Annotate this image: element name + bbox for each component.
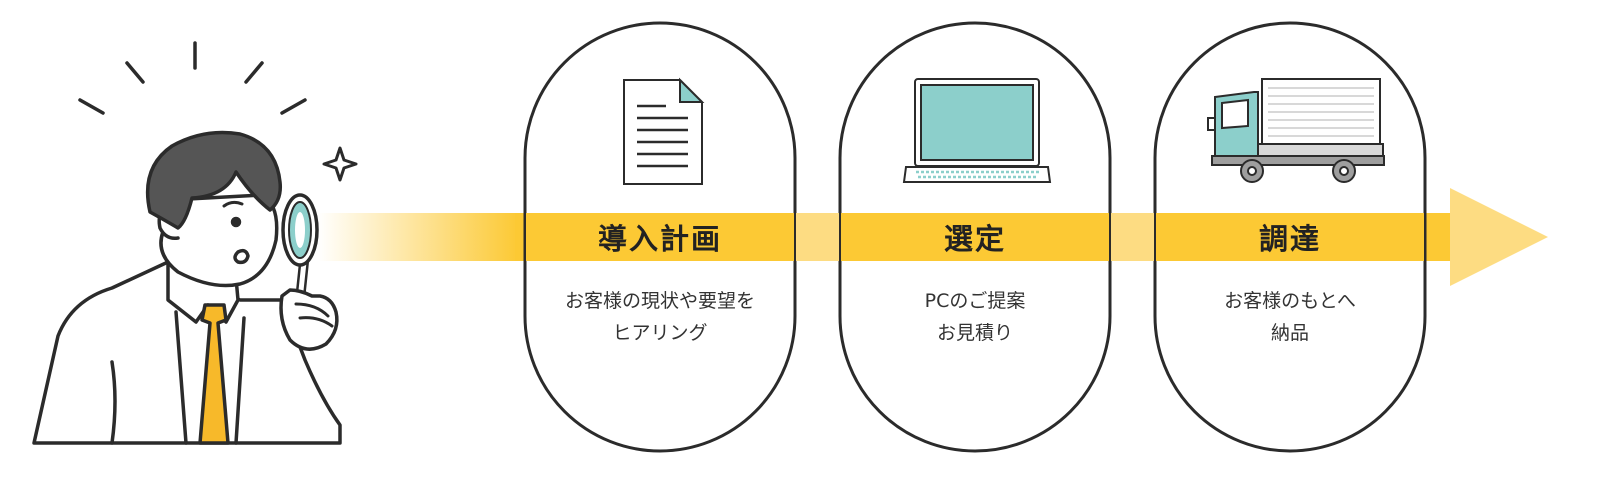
step-desc-procurement: お客様のもとへ 納品: [1155, 285, 1425, 349]
step-desc-selection: PCのご提案 お見積り: [840, 285, 1110, 349]
arrow-head: [1450, 188, 1548, 286]
band-gap-2: [1111, 213, 1154, 261]
suit-jacket: [32, 260, 342, 445]
step-desc-line: お客様のもとへ: [1224, 290, 1356, 312]
step-desc-line: PCのご提案: [924, 290, 1026, 312]
step-desc-line: お見積り: [936, 322, 1013, 344]
truck-icon: [1207, 78, 1385, 183]
person-illustration: [32, 41, 358, 445]
step-frame-planning: [523, 21, 797, 453]
magnifier-icon: [281, 193, 319, 305]
document-icon: [623, 77, 705, 185]
band-step-2: [841, 213, 1109, 261]
step-title-selection: 選定: [943, 222, 1006, 256]
step-desc-planning: お客様の現状や要望を ヒアリング: [525, 285, 795, 349]
hair: [145, 130, 283, 230]
step-frame-selection: [838, 21, 1112, 453]
step-desc-line: ヒアリング: [612, 322, 708, 344]
step-title-planning: 導入計画: [597, 222, 722, 256]
surprise-lines: [78, 41, 307, 115]
band-gap-1: [796, 213, 839, 261]
step-desc-line: 納品: [1270, 322, 1309, 344]
hand: [279, 288, 339, 351]
step-desc-line: お客様の現状や要望を: [564, 290, 755, 312]
band-step-1: [526, 213, 794, 261]
step-frame-procurement: [1153, 21, 1427, 453]
step-title-procurement: 調達: [1258, 222, 1321, 256]
face: [159, 193, 279, 288]
sparkle-icon: [322, 146, 358, 182]
band-step-3: [1156, 213, 1424, 261]
laptop-icon: [902, 78, 1052, 183]
arrow-beam-fade: [318, 213, 518, 261]
necktie: [198, 303, 230, 445]
